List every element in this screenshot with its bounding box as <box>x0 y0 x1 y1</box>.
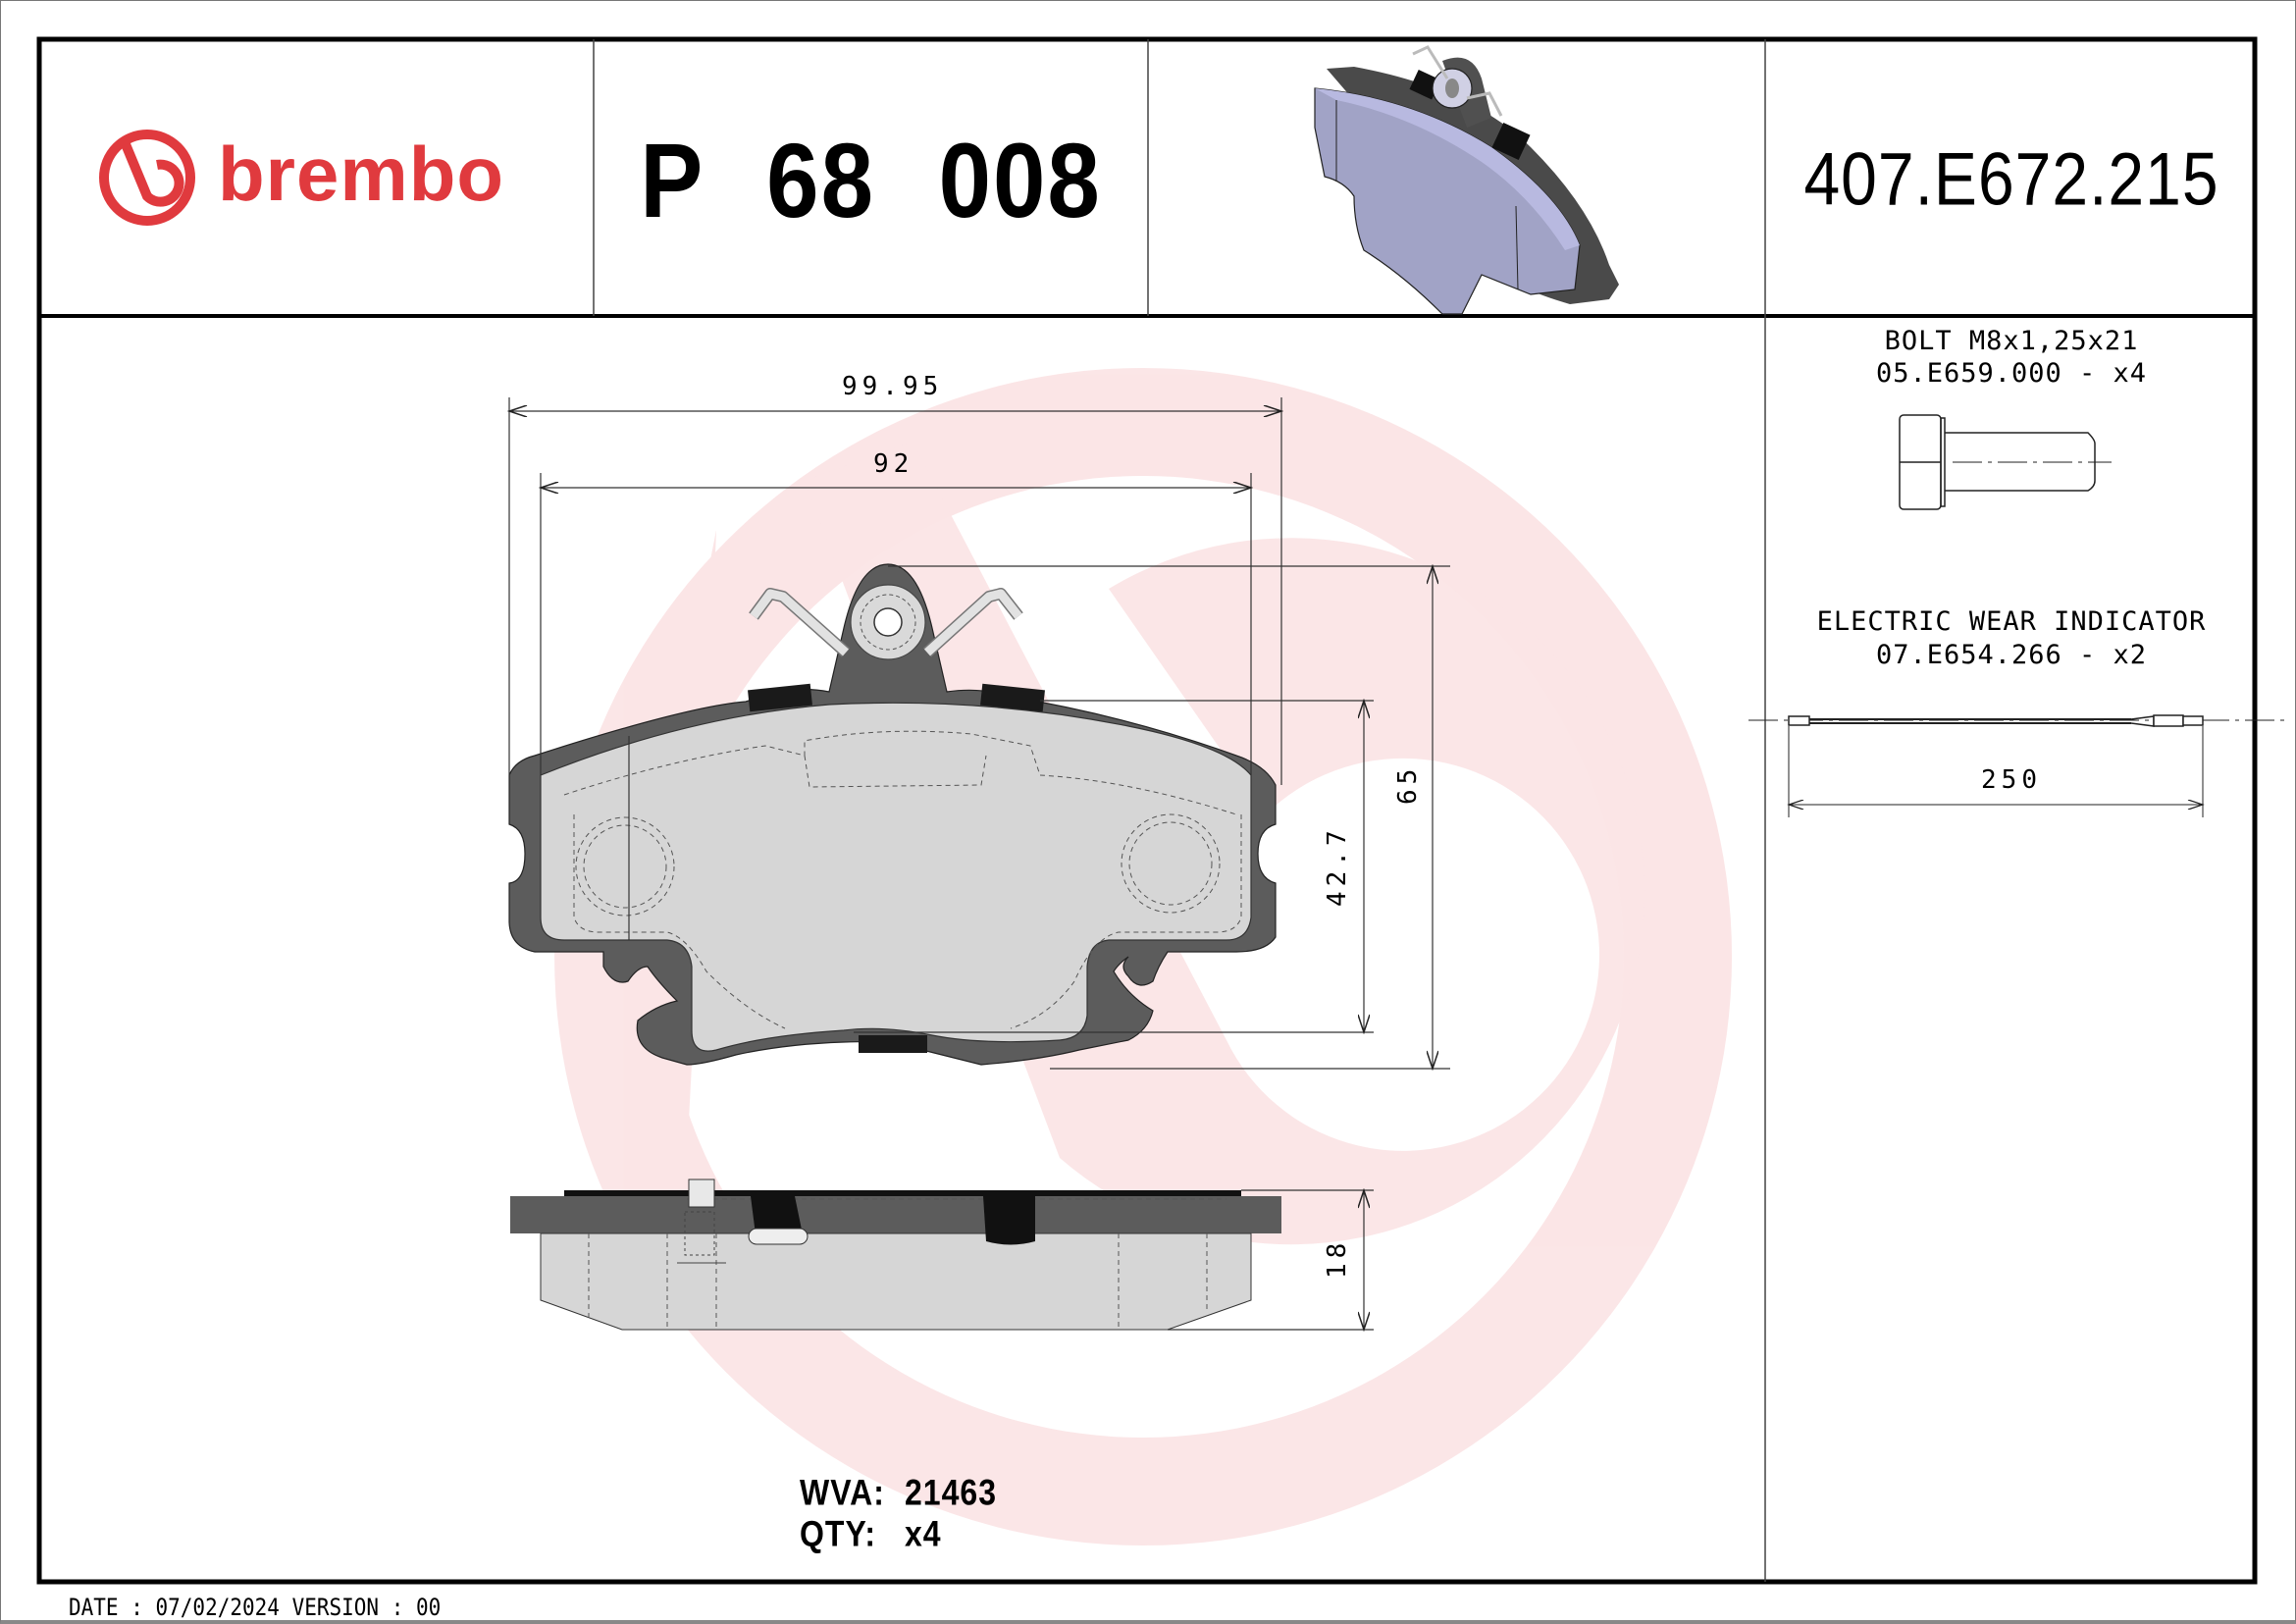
dim-friction-height: 42.7 <box>1323 825 1352 907</box>
wear-indicator-title: ELECTRIC WEAR INDICATOR <box>1816 606 2207 637</box>
bolt-drawing <box>1899 414 2112 510</box>
wva-label: WVA: <box>800 1472 885 1513</box>
qty-value: x4 <box>905 1513 942 1554</box>
front-view-dimensions <box>509 397 1450 1069</box>
dim-friction-width: 92 <box>873 449 914 479</box>
footer-date-version: DATE : 07/02/2024 VERSION : 00 <box>69 1594 442 1621</box>
dim-overall-height: 65 <box>1393 763 1423 805</box>
brake-pad-side-view <box>510 1179 1281 1331</box>
dim-thickness: 18 <box>1323 1237 1352 1279</box>
bolt-code: 05.E659.000 - x4 <box>1875 358 2148 389</box>
brembo-logo-icon <box>99 130 195 226</box>
title-block-frame <box>36 36 2258 1585</box>
dim-overall-width: 99.95 <box>842 372 944 401</box>
reference-code: 407.E672.215 <box>1803 136 2219 221</box>
bolt-title: BOLT M8x1,25x21 <box>1884 326 2139 356</box>
wear-indicator-cable-drawing <box>1748 714 2284 817</box>
brake-pad-3d-render <box>1314 45 1619 315</box>
wva-value: 21463 <box>905 1472 997 1513</box>
side-view-dimensions <box>1168 1190 1374 1330</box>
brembo-wordmark: brembo <box>218 131 505 217</box>
part-number: P 68 008 <box>640 122 1102 240</box>
qty-label: QTY: <box>800 1513 877 1554</box>
dim-wear-indicator-length: 250 <box>1981 765 2042 795</box>
wear-indicator-code: 07.E654.266 - x2 <box>1875 640 2148 670</box>
brake-pad-front-view <box>508 563 1277 1066</box>
